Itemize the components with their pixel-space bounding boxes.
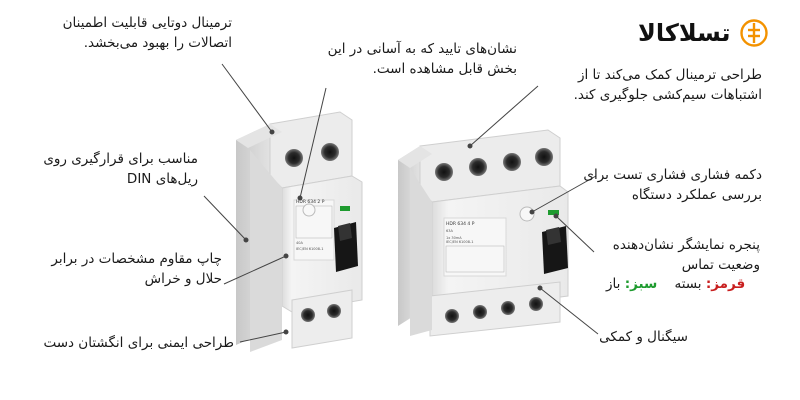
caption-terminal-design-line2: اشتباهات سیم‌کشی جلوگیری کند.: [573, 86, 762, 103]
legend-red-value: بسته: [674, 276, 702, 292]
caption-test-line1: دکمه فشاری فشاری تست برای: [583, 167, 762, 183]
caption-terminal-design: طراحی ترمینال کمک می‌کند تا از اشتباهات …: [574, 66, 762, 105]
caption-din-line2: ریل‌های DIN: [126, 170, 198, 187]
caption-approval-line2: بخش قابل مشاهده است.: [372, 60, 517, 77]
right-model-text: HDR 634 4 P: [446, 221, 475, 227]
caption-test-line2: بررسی عملکرد دستگاه: [631, 186, 762, 203]
right-rating-text: 63A: [446, 229, 453, 233]
caption-terminal-line2: اتصالات را بهبود می‌بخشد.: [83, 34, 232, 51]
caption-signal-line: سیگنال و کمکی: [599, 329, 688, 345]
legend-green-label: سبز:: [624, 276, 658, 292]
right-spec-text: IEC/EN 61008-1: [446, 240, 473, 244]
caption-indicator-line2: وضعیت تماس: [681, 256, 760, 273]
left-spec-text: IEC/EN 61008-1: [296, 247, 323, 251]
leader-lines: [203, 63, 599, 343]
caption-print: چاپ مقاوم مشخصات در برابر حلال و خراش: [51, 250, 222, 289]
caption-print-line1: چاپ مقاوم مشخصات در برابر: [51, 251, 222, 267]
caption-terminal-line1: ترمینال دوتایی قابلیت اطمینان: [62, 15, 232, 31]
left-rating-text: 40A: [296, 241, 303, 245]
rcd-2-pole: [236, 111, 363, 352]
caption-din: مناسب برای قرارگیری روی ریل‌های DIN: [43, 150, 198, 189]
caption-finger-line: طراحی ایمنی برای انگشتان دست: [43, 335, 234, 351]
caption-terminal: ترمینال دوتایی قابلیت اطمینان اتصالات را…: [63, 14, 232, 53]
caption-indicator: پنجره نمایشگر نشان‌دهنده وضعیت تماس: [613, 236, 760, 275]
caption-approval-line1: نشان‌های تایید که به آسانی در این: [327, 41, 517, 57]
plug-circle-icon: [739, 19, 768, 47]
caption-din-line1: مناسب برای قرارگیری روی: [43, 151, 198, 167]
caption-indicator-line1: پنجره نمایشگر نشان‌دهنده: [612, 237, 760, 253]
brand-logo: تسلاکالا: [638, 18, 769, 48]
caption-approval: نشان‌های تایید که به آسانی در این بخش قا…: [328, 40, 517, 79]
right-rating2-text: 1x 30mA: [446, 236, 462, 240]
caption-test-button: دکمه فشاری فشاری تست برای بررسی عملکرد د…: [583, 166, 762, 205]
caption-finger-safe: طراحی ایمنی برای انگشتان دست: [43, 334, 234, 354]
legend-green-value: باز: [606, 276, 621, 292]
caption-terminal-design-line1: طراحی ترمینال کمک می‌کند تا از: [577, 67, 762, 83]
indicator-legend: قرمز: بسته سبز: باز: [606, 276, 745, 292]
caption-signal: سیگنال و کمکی: [599, 328, 688, 348]
rcd-4-pole: [398, 129, 569, 337]
brand-name: تسلاکالا: [638, 19, 731, 47]
left-model-text: HDR 634 2 P: [296, 199, 325, 205]
caption-print-line2: حلال و خراش: [144, 270, 222, 287]
legend-red-label: قرمز:: [705, 276, 746, 292]
